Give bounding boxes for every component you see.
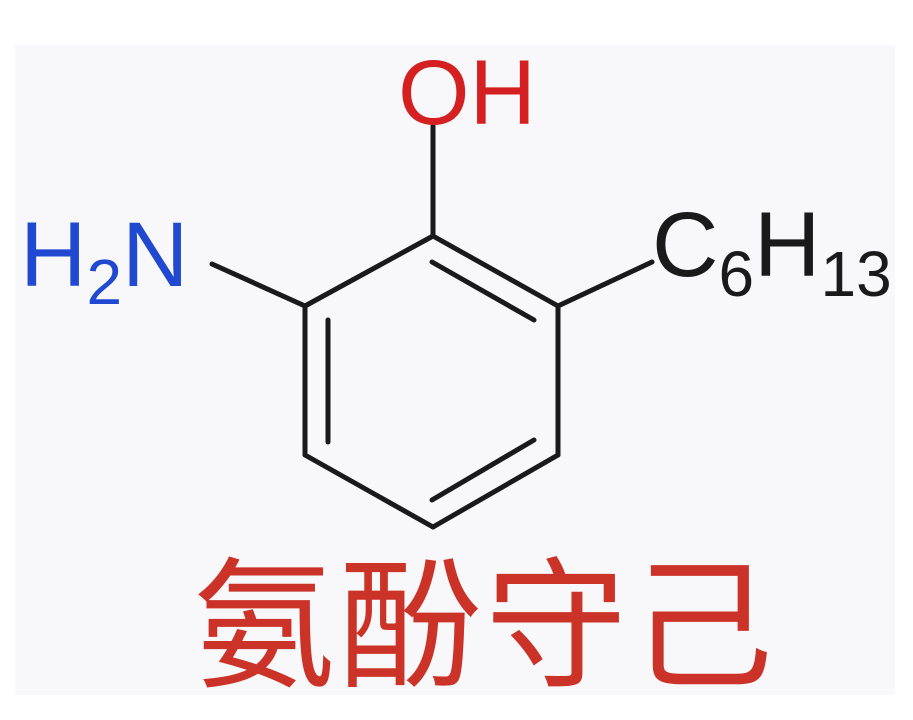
amino-n: N: [122, 204, 188, 306]
bond-to-amino: [209, 261, 308, 309]
ring-bond-top-right: [430, 233, 561, 309]
double-bond-inner-top-right: [429, 259, 537, 323]
amino-subscript: 2: [86, 246, 122, 318]
compound-name-caption: 氨酚守己: [193, 545, 777, 710]
bond-to-hexyl: [555, 259, 655, 309]
ring-bond-top-left: [302, 233, 436, 309]
hexyl-c: C: [652, 194, 718, 296]
amino-h: H: [20, 204, 86, 306]
ring-bond-bottom-left: [302, 452, 436, 530]
hexyl-label: C6H13: [652, 194, 892, 310]
hexyl-h-subscript: 13: [821, 238, 892, 310]
ring-bond-bottom-right: [430, 452, 561, 530]
double-bond-inner-bottom-right: [429, 437, 537, 503]
diagram-panel: [15, 45, 895, 695]
hexyl-h: H: [754, 194, 820, 296]
hydroxyl-label: OH: [398, 42, 536, 144]
amino-label: H2N: [20, 204, 189, 318]
hexyl-c-subscript: 6: [718, 238, 754, 310]
bonds: [209, 123, 655, 530]
